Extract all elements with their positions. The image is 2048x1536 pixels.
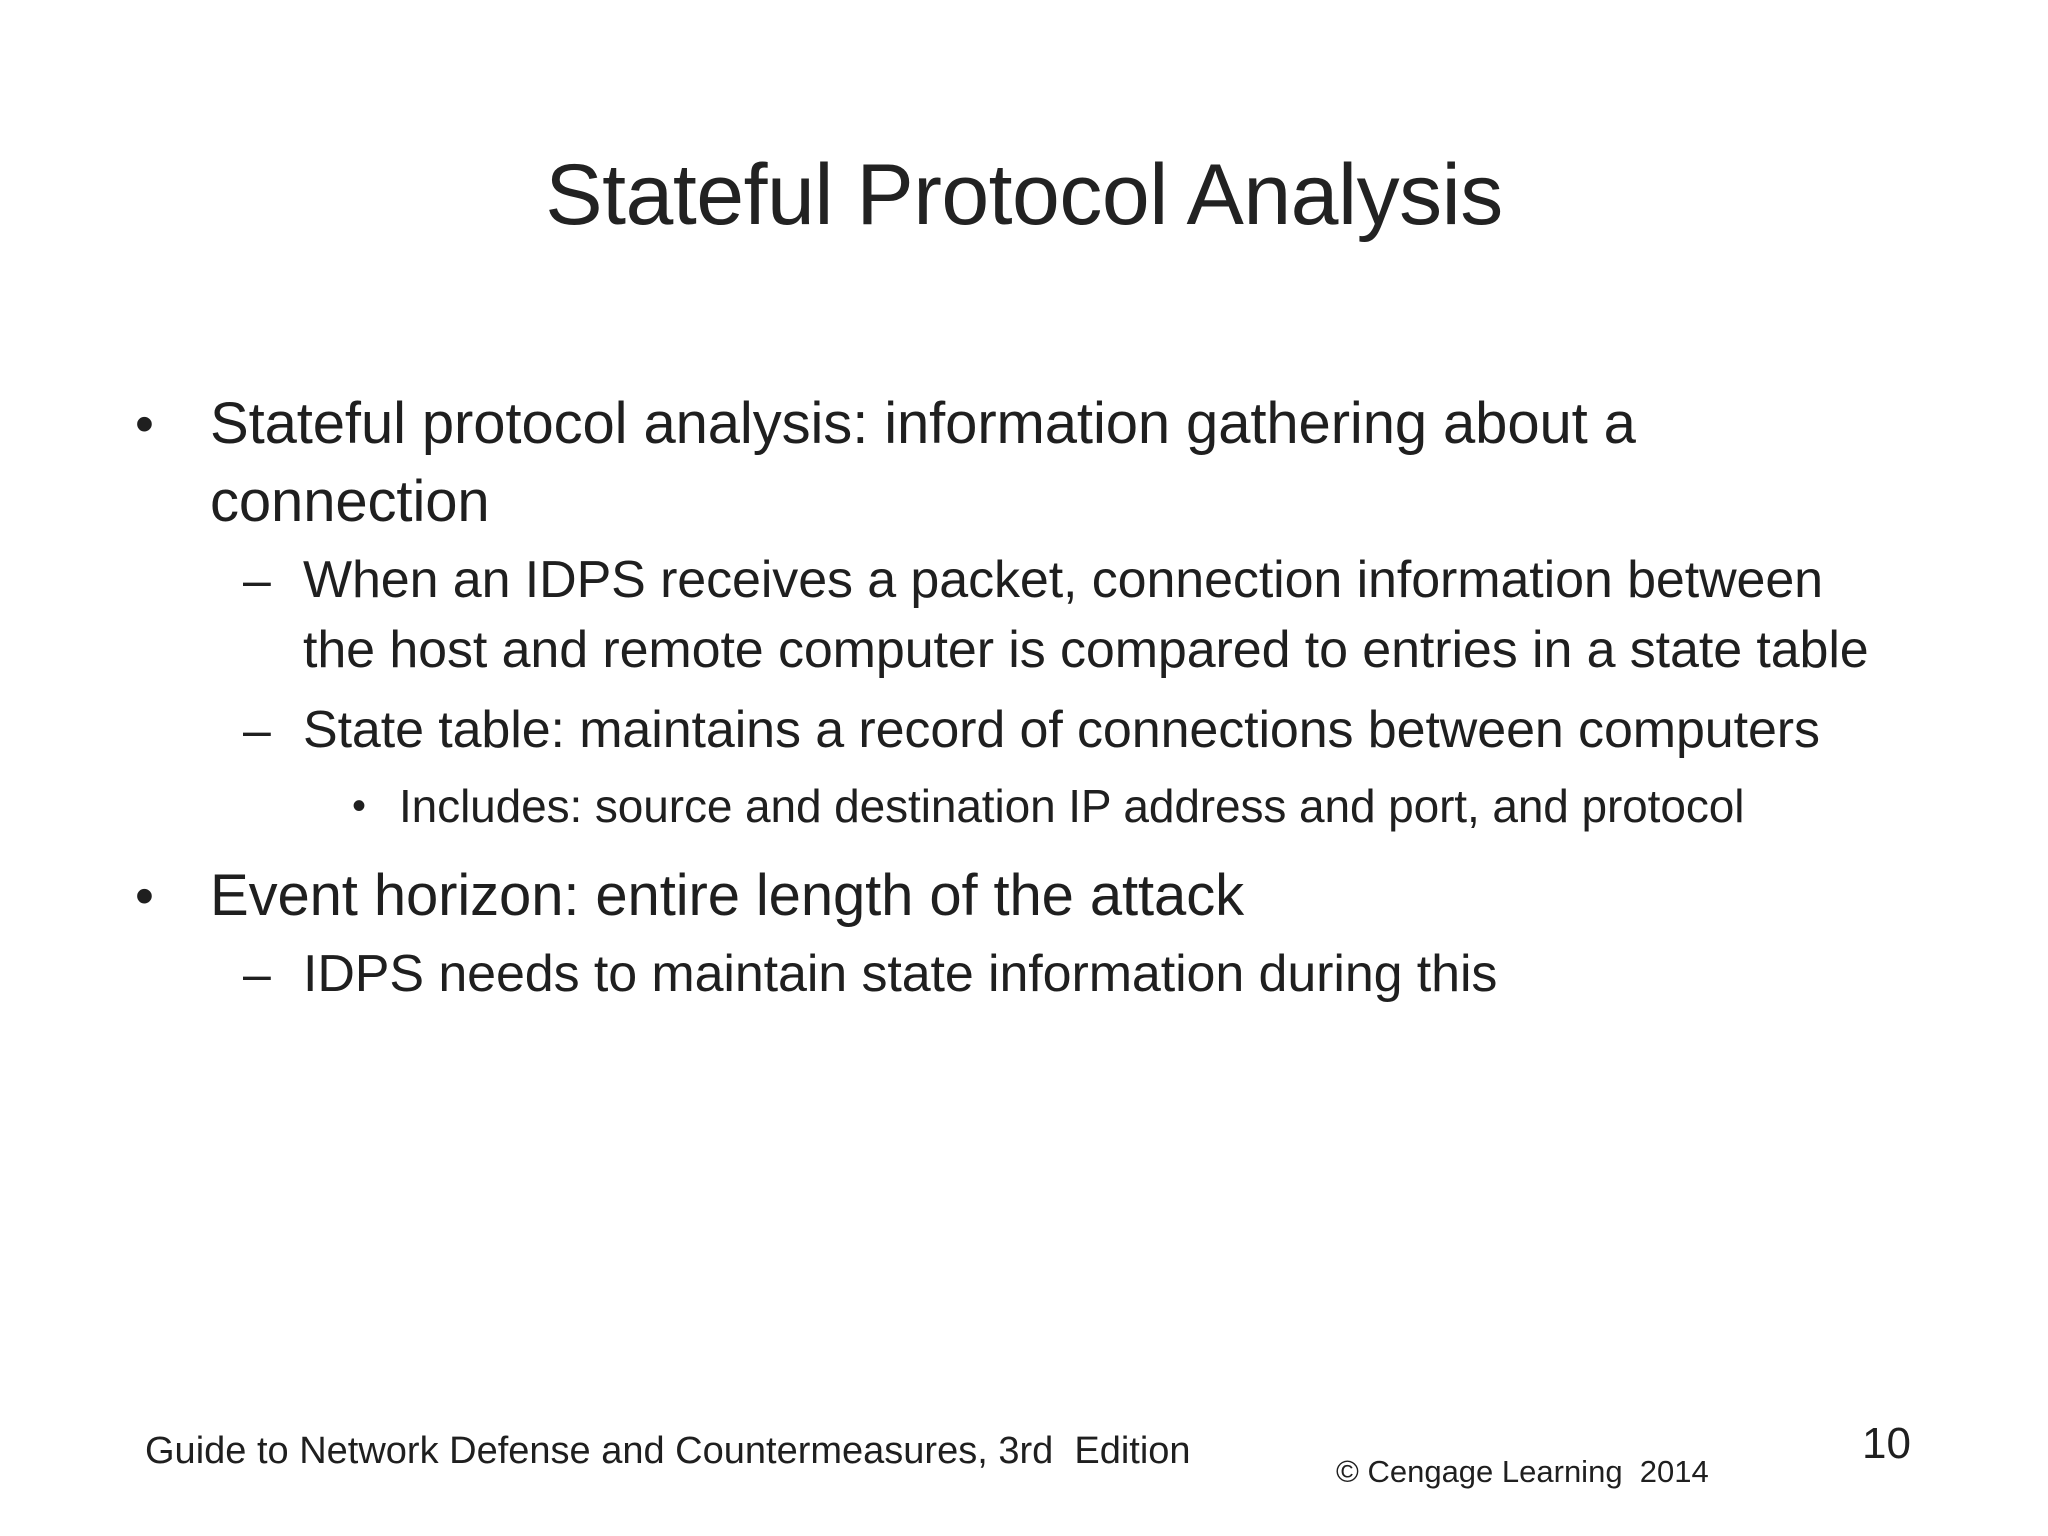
list-item: – When an IDPS receives a packet, connec… xyxy=(0,545,2048,685)
list-item: • Includes: source and destination IP ad… xyxy=(0,775,2048,837)
list-item-text: IDPS needs to maintain state information… xyxy=(303,945,1498,1003)
list-item: • Stateful protocol analysis: informatio… xyxy=(0,385,2048,541)
list-item-text: When an IDPS receives a packet, connecti… xyxy=(303,551,1869,679)
bullet-dot-icon: • xyxy=(135,394,154,454)
list-item: • Event horizon: entire length of the at… xyxy=(0,857,2048,935)
footer-source-text: Guide to Network Defense and Countermeas… xyxy=(145,1430,1191,1472)
page-title: Stateful Protocol Analysis xyxy=(545,147,1503,243)
list-item-text: Stateful protocol analysis: information … xyxy=(210,391,1636,534)
list-item: – State table: maintains a record of con… xyxy=(0,695,2048,765)
list-item-text: Includes: source and destination IP addr… xyxy=(399,780,1745,832)
bullet-dash-icon: – xyxy=(243,702,271,758)
bullet-dash-icon: – xyxy=(243,946,271,1002)
footer-copyright-text: © Cengage Learning 2014 xyxy=(1336,1454,1709,1489)
bullet-dot-icon: • xyxy=(135,866,154,926)
bullet-list: • Stateful protocol analysis: informatio… xyxy=(0,385,2048,1011)
list-item-text: State table: maintains a record of conne… xyxy=(303,701,1820,759)
slide-page-number: 10 xyxy=(1862,1419,1911,1468)
list-item-text: Event horizon: entire length of the atta… xyxy=(210,863,1244,928)
bullet-dot-icon: • xyxy=(352,784,367,828)
bullet-dash-icon: – xyxy=(243,552,271,608)
list-item: – IDPS needs to maintain state informati… xyxy=(0,939,2048,1009)
